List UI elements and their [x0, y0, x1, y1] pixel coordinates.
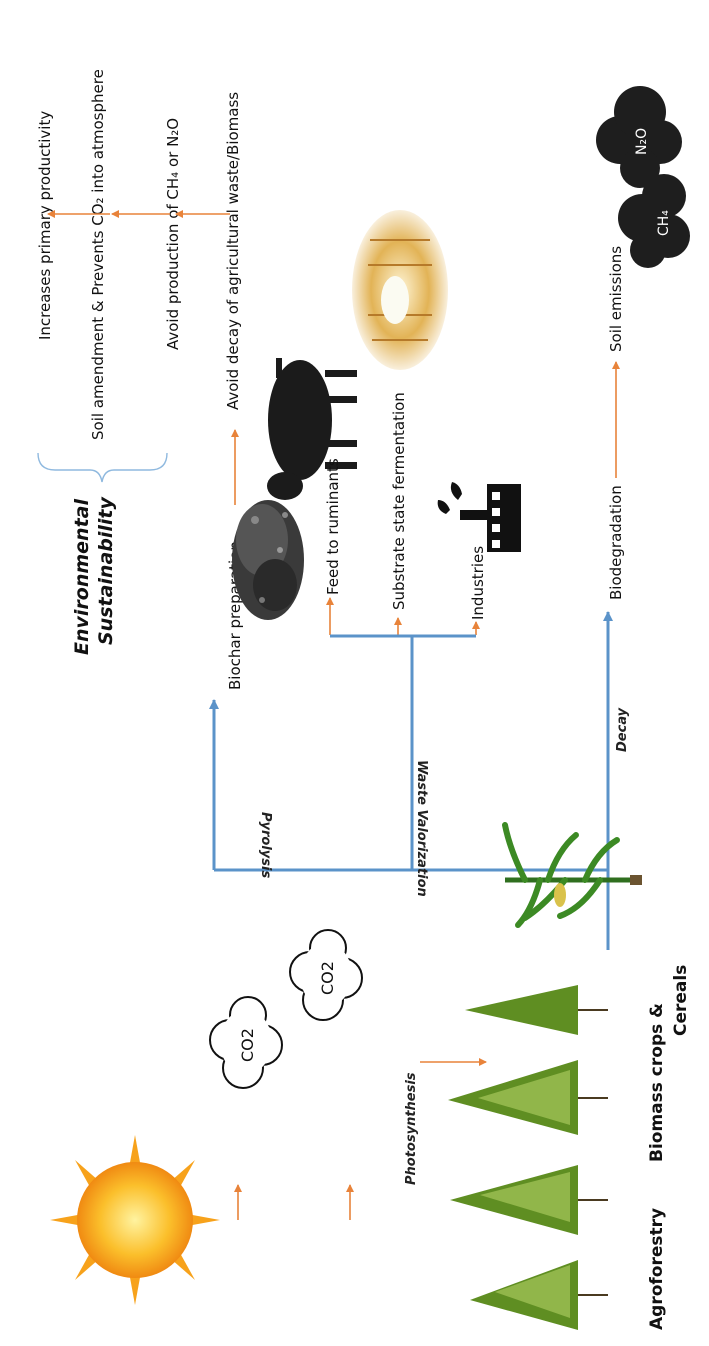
photosynthesis-label: Photosynthesis — [404, 1072, 419, 1185]
biodegradation-label: Biodegradation — [607, 485, 625, 600]
benefit-soil-amendment: Soil amendment & Prevents CO₂ into atmos… — [89, 69, 107, 440]
feed-label: Feed to ruminants — [324, 458, 342, 595]
sun-icon — [50, 1135, 220, 1305]
pyrolysis-label: Pyrolysis — [258, 812, 273, 878]
benefit-avoid-methane: Avoid production of CH₄ or N₂O — [164, 118, 182, 350]
sustainability-benefits: Increases primary productivity Soil amen… — [36, 69, 242, 655]
co2-cloud-icon: CO2 CO2 — [210, 930, 362, 1088]
industries-label: Industries — [469, 546, 487, 620]
benefit-avoid-decay: Avoid decay of agricultural waste/Biomas… — [224, 92, 242, 410]
ch4-label: CH₄ — [656, 210, 672, 236]
biomass-label-2: Cereals — [671, 965, 691, 1036]
fermentation-label: Substrate state fermentation — [390, 392, 408, 610]
ch4-cloud: CH₄ — [618, 174, 690, 268]
gas-cloud-icon: N₂O CH₄ — [596, 86, 690, 268]
biomass-label: Biomass crops & — [647, 1003, 667, 1162]
biochar-pile-icon — [232, 500, 304, 620]
decay-label: Decay — [615, 707, 630, 752]
n2o-label: N₂O — [634, 128, 650, 155]
sustainability-title: Environmental — [71, 499, 93, 655]
agroforestry-label: Agroforestry — [647, 1208, 667, 1330]
factory-icon — [438, 482, 521, 552]
fermentation-image-icon — [352, 210, 448, 370]
n2o-cloud: N₂O — [596, 86, 682, 188]
benefit-increase-productivity: Increases primary productivity — [36, 111, 54, 340]
co2-cloud-a: CO2 — [210, 997, 282, 1088]
co2-a-label: CO2 — [238, 1028, 257, 1062]
waste-valorization-label: Waste Valorization — [414, 760, 429, 897]
cow-icon — [267, 358, 357, 500]
soil-emissions-label: Soil emissions — [607, 246, 625, 352]
co2-b-label: CO2 — [318, 961, 337, 995]
benefits-brace — [38, 453, 167, 482]
sustainability-title-2: Sustainability — [95, 495, 117, 645]
corn-plant-icon — [505, 825, 642, 925]
co2-cloud-b: CO2 — [290, 930, 362, 1020]
tree-icon — [448, 985, 608, 1330]
